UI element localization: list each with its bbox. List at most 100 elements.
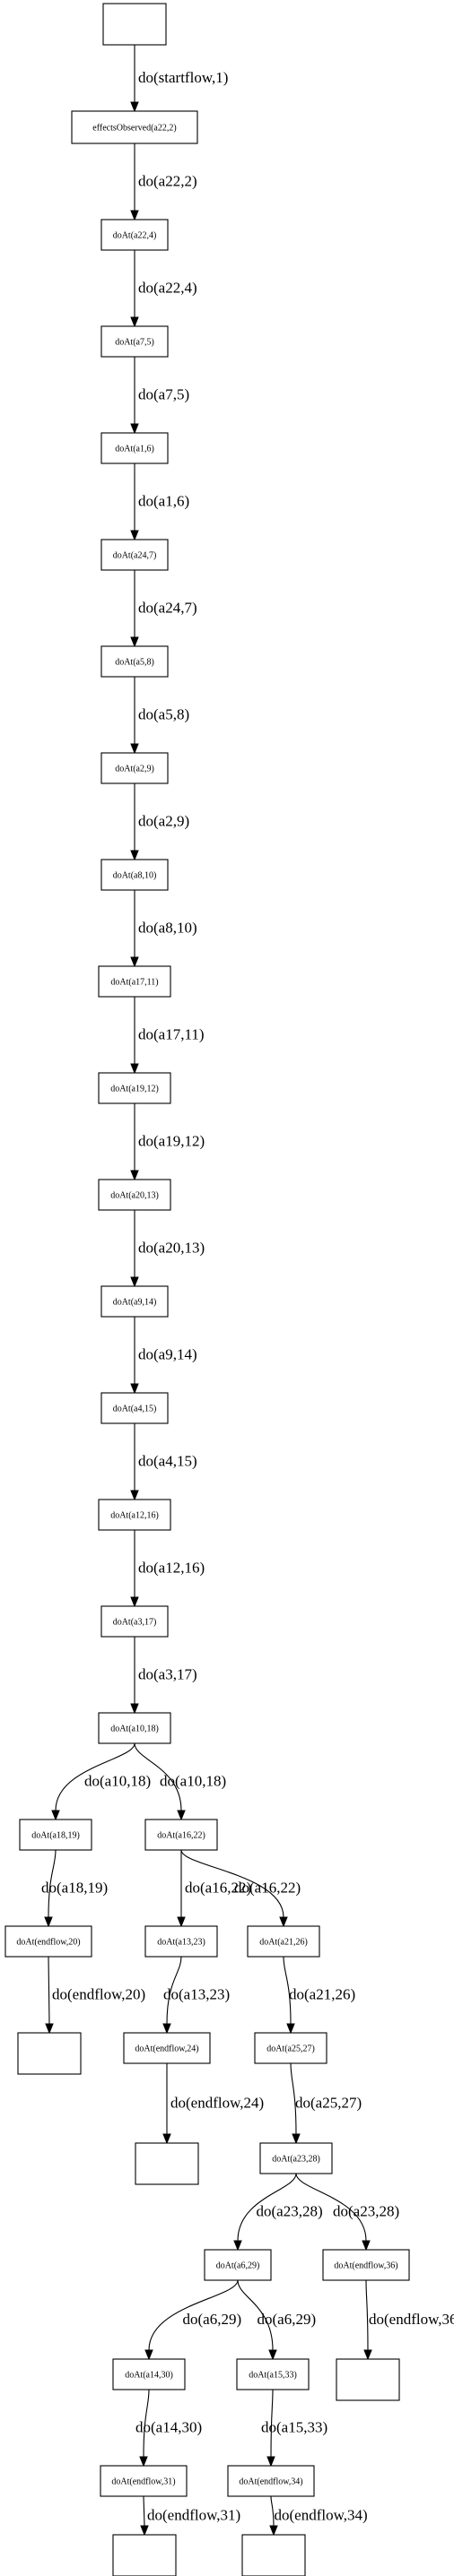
state-node: doAt(a20,13) — [98, 1179, 171, 1211]
arrowhead — [130, 101, 139, 113]
node-label: doAt(a19,12) — [110, 1085, 159, 1094]
state-node: doAt(a23,28) — [259, 2142, 333, 2174]
edge-line — [237, 2173, 297, 2242]
transition-edge: do(a6,29) — [144, 2279, 242, 2361]
node-box — [98, 1072, 171, 1104]
node-label: doAt(a5,8) — [115, 658, 154, 668]
arrowhead — [130, 1276, 139, 1288]
edge-label: do(a21,26) — [289, 1986, 355, 2003]
state-node: doAt(a3,17) — [100, 1605, 169, 1638]
state-node: effectsObserved(a22,2) — [71, 110, 198, 144]
arrowhead — [130, 423, 139, 435]
arrowhead — [130, 743, 139, 755]
edge-label: do(a6,29) — [183, 2311, 242, 2328]
edge-label: do(a15,33) — [261, 2419, 327, 2436]
state-node: doAt(a8,10) — [100, 859, 169, 891]
transition-edge: do(a22,2) — [130, 143, 197, 221]
terminal-node — [135, 2142, 199, 2185]
state-node: doAt(a7,5) — [100, 325, 169, 358]
edge-label: do(a19,12) — [138, 1133, 205, 1150]
node-box — [71, 110, 198, 144]
node-box — [100, 2465, 188, 2497]
node-label: doAt(endflow,24) — [135, 2044, 198, 2054]
node-box — [254, 2032, 327, 2064]
transition-edge: do(a3,17) — [130, 1637, 197, 1715]
node-label: doAt(a20,13) — [110, 1191, 159, 1201]
edge-label: do(a24,7) — [138, 600, 197, 617]
node-label: doAt(a7,5) — [115, 338, 154, 348]
arrowhead — [140, 2525, 149, 2537]
edge-label: do(a2,9) — [138, 813, 189, 830]
node-box — [98, 965, 171, 998]
node-box — [102, 3, 167, 46]
terminal-node — [17, 2032, 82, 2075]
transition-edge: do(a12,16) — [130, 1530, 205, 1608]
node-box — [236, 2358, 310, 2390]
transition-edge: do(a16,22) — [180, 1849, 301, 1928]
arrowhead — [130, 1063, 139, 1075]
edge-label: do(a16,22) — [234, 1880, 301, 1897]
edge-label: do(endflow,34) — [275, 2507, 368, 2524]
transition-edge: do(a6,29) — [237, 2279, 316, 2361]
edge-line — [48, 1956, 50, 2025]
node-box — [100, 1392, 169, 1424]
arrowhead — [130, 316, 139, 328]
arrowhead — [130, 1383, 139, 1395]
edge-label: do(a8,10) — [138, 920, 197, 937]
transition-edge: do(startflow,1) — [130, 45, 228, 113]
state-node: doAt(a6,29) — [204, 2249, 272, 2281]
arrowhead — [130, 210, 139, 221]
node-label: doAt(a8,10) — [113, 871, 157, 881]
state-node: doAt(a15,33) — [236, 2358, 310, 2390]
arrowhead — [286, 2023, 295, 2035]
edge-label: do(a9,14) — [138, 1346, 197, 1363]
arrowhead — [130, 1170, 139, 1181]
edge-line — [283, 1956, 292, 2025]
transition-edge: do(a25,27) — [290, 2062, 362, 2145]
edge-label: do(a22,4) — [138, 280, 197, 297]
edge-label: do(a17,11) — [138, 1026, 205, 1043]
node-box — [336, 2358, 400, 2401]
node-box — [100, 325, 169, 358]
arrowhead — [268, 2349, 277, 2361]
terminal-node — [336, 2358, 400, 2401]
edge-line — [55, 1742, 135, 1811]
transition-edge: do(a22,4) — [130, 250, 197, 328]
edge-line — [270, 2495, 275, 2527]
edge-label: do(endflow,24) — [170, 2095, 264, 2112]
edge-line — [166, 1956, 182, 2025]
node-box — [100, 539, 169, 571]
transition-edge: do(a4,15) — [130, 1423, 197, 1501]
arrowhead — [51, 1810, 60, 1821]
node-box — [100, 1285, 169, 1318]
node-box — [259, 2142, 333, 2174]
transition-edge: do(a16,22) — [177, 1850, 251, 1928]
arrowhead — [130, 956, 139, 968]
edge-label: do(a23,28) — [257, 2203, 323, 2220]
edges-layer: do(startflow,1)do(a22,2)do(a22,4)do(a7,5… — [41, 45, 454, 2537]
node-label: doAt(a18,19) — [31, 1831, 80, 1841]
node-box — [98, 1179, 171, 1211]
terminal-node — [112, 2534, 177, 2576]
node-box — [4, 1925, 92, 1958]
arrowhead — [162, 2133, 171, 2145]
state-node: doAt(endflow,20) — [4, 1925, 92, 1958]
arrowhead — [139, 2456, 148, 2468]
transition-edge: do(endflow,36) — [363, 2279, 454, 2361]
node-label: doAt(a3,17) — [113, 1618, 157, 1628]
edge-line — [148, 2279, 239, 2351]
state-node: doAt(a25,27) — [254, 2032, 327, 2064]
transition-edge: do(a14,30) — [135, 2389, 202, 2468]
edge-line — [143, 2389, 150, 2458]
edge-line — [237, 2279, 274, 2351]
transition-edge: do(a13,23) — [162, 1956, 230, 2035]
state-node: doAt(a4,15) — [100, 1392, 169, 1424]
node-box — [227, 2465, 315, 2497]
node-box — [19, 1819, 92, 1851]
node-box — [135, 2142, 199, 2185]
transition-edge: do(endflow,24) — [162, 2063, 264, 2145]
arrowhead — [362, 2240, 371, 2252]
transition-edge: do(endflow,34) — [269, 2495, 368, 2537]
edge-label: do(a13,23) — [163, 1986, 230, 2003]
state-node: doAt(a17,11) — [98, 965, 171, 998]
